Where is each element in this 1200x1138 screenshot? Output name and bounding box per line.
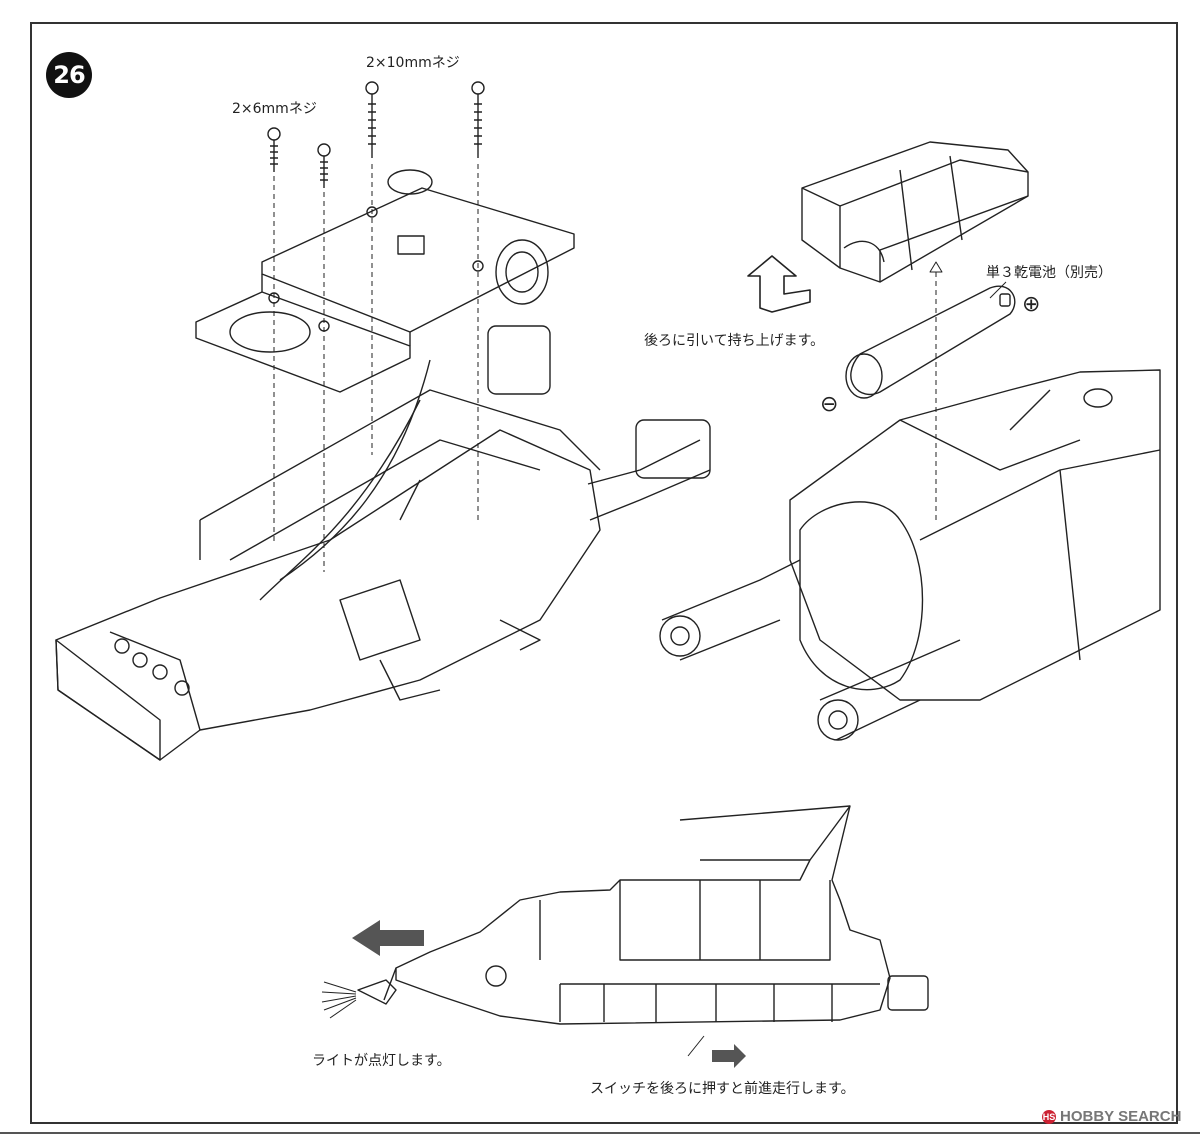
screw-10mm-a	[365, 81, 379, 158]
label-screw-6mm: 2×6mmネジ	[232, 101, 317, 117]
watermark-logo: HS HOBBY SEARCH	[1042, 1108, 1181, 1125]
battery-cells	[845, 285, 1016, 399]
step-number-badge: 26	[46, 52, 92, 98]
label-screw-10mm: 2×10mmネジ	[366, 55, 460, 71]
label-light-on: ライトが点灯します。	[312, 1053, 451, 1069]
minus-terminal-icon: ⊖	[820, 392, 839, 417]
label-battery: 単３乾電池（別売）	[986, 265, 1112, 281]
watermark-mark-icon: HS	[1042, 1109, 1056, 1124]
battery-cover	[801, 141, 1029, 283]
car-body-open	[55, 325, 711, 761]
car-side-view	[357, 805, 929, 1025]
car-body-rear	[659, 369, 1161, 741]
switch-arrow	[712, 1044, 746, 1068]
forward-arrow	[352, 920, 424, 956]
base-plate	[195, 169, 575, 393]
watermark-text: HOBBY SEARCH	[1060, 1108, 1182, 1125]
screw-10mm-b	[471, 81, 485, 158]
bottom-rule	[0, 1132, 1200, 1134]
plus-terminal-icon: ⊕	[1022, 292, 1041, 317]
light-rays	[321, 981, 357, 1019]
label-switch-note: スイッチを後ろに押すと前進走行します。	[590, 1081, 855, 1097]
diagram-frame	[30, 22, 1178, 1124]
label-pull-lift: 後ろに引いて持ち上げます。	[644, 333, 825, 349]
screw-6mm-b	[317, 143, 331, 188]
lift-arrow	[747, 255, 811, 313]
screw-6mm-a	[267, 127, 281, 172]
